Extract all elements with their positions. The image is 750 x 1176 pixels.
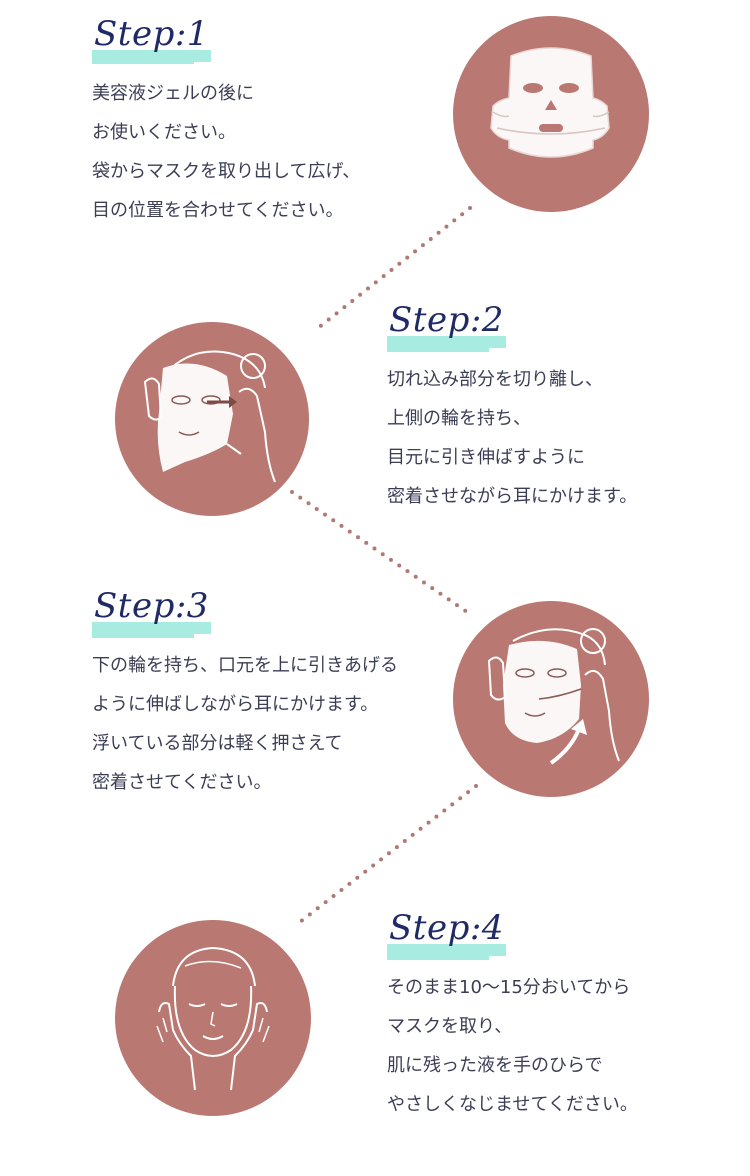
apply-upper-mask-icon bbox=[115, 322, 309, 516]
step-2-title: Step:2 bbox=[387, 300, 506, 348]
step-1: Step:1 美容液ジェルの後に お使いください。 袋からマスクを取り出して広げ… bbox=[92, 14, 472, 230]
pull-lower-mask-icon bbox=[453, 601, 649, 797]
step-4-title: Step:4 bbox=[387, 908, 506, 956]
face-hands-icon bbox=[115, 920, 311, 1116]
step-3-line-4: 密着させてください。 bbox=[92, 772, 272, 793]
connector-1-2 bbox=[316, 206, 472, 330]
step-4-line-4: やさしくなじませてください。 bbox=[387, 1094, 638, 1115]
step-1-line-4: 目の位置を合わせてください。 bbox=[92, 200, 344, 221]
step-1-line-2: お使いください。 bbox=[92, 122, 236, 143]
step-4-line-2: マスクを取り、 bbox=[387, 1016, 513, 1037]
step-2-line-3: 目元に引き伸ばすように bbox=[387, 447, 585, 468]
step-3-line-2: ように伸ばしながら耳にかけます。 bbox=[92, 694, 379, 715]
step-2-line-1: 切れ込み部分を切り離し、 bbox=[387, 369, 603, 390]
step-2: Step:2 切れ込み部分を切り離し、 上側の輪を持ち、 目元に引き伸ばすように… bbox=[387, 300, 750, 516]
step-3: Step:3 下の輪を持ち、口元を上に引きあげる ように伸ばしながら耳にかけます… bbox=[92, 586, 472, 802]
step-2-line-2: 上側の輪を持ち、 bbox=[387, 408, 531, 429]
step-4-line-1: そのまま10〜15分おいてから bbox=[387, 977, 631, 998]
step-2-line-4: 密着させながら耳にかけます。 bbox=[387, 486, 638, 507]
step-3-line-1: 下の輪を持ち、口元を上に引きあげる bbox=[92, 655, 398, 676]
sheet-mask-icon bbox=[453, 16, 649, 212]
connector-2-3 bbox=[290, 490, 472, 616]
step-4: Step:4 そのまま10〜15分おいてから マスクを取り、 肌に残った液を手の… bbox=[387, 908, 750, 1124]
step-1-line-3: 袋からマスクを取り出して広げ、 bbox=[92, 161, 361, 182]
step-1-line-1: 美容液ジェルの後に bbox=[92, 83, 254, 104]
step-1-title: Step:1 bbox=[92, 14, 211, 62]
step-3-title: Step:3 bbox=[92, 586, 211, 634]
connector-3-4 bbox=[298, 784, 478, 924]
step-3-line-3: 浮いている部分は軽く押さえて bbox=[92, 733, 343, 754]
step-4-line-3: 肌に残った液を手のひらで bbox=[387, 1055, 603, 1076]
